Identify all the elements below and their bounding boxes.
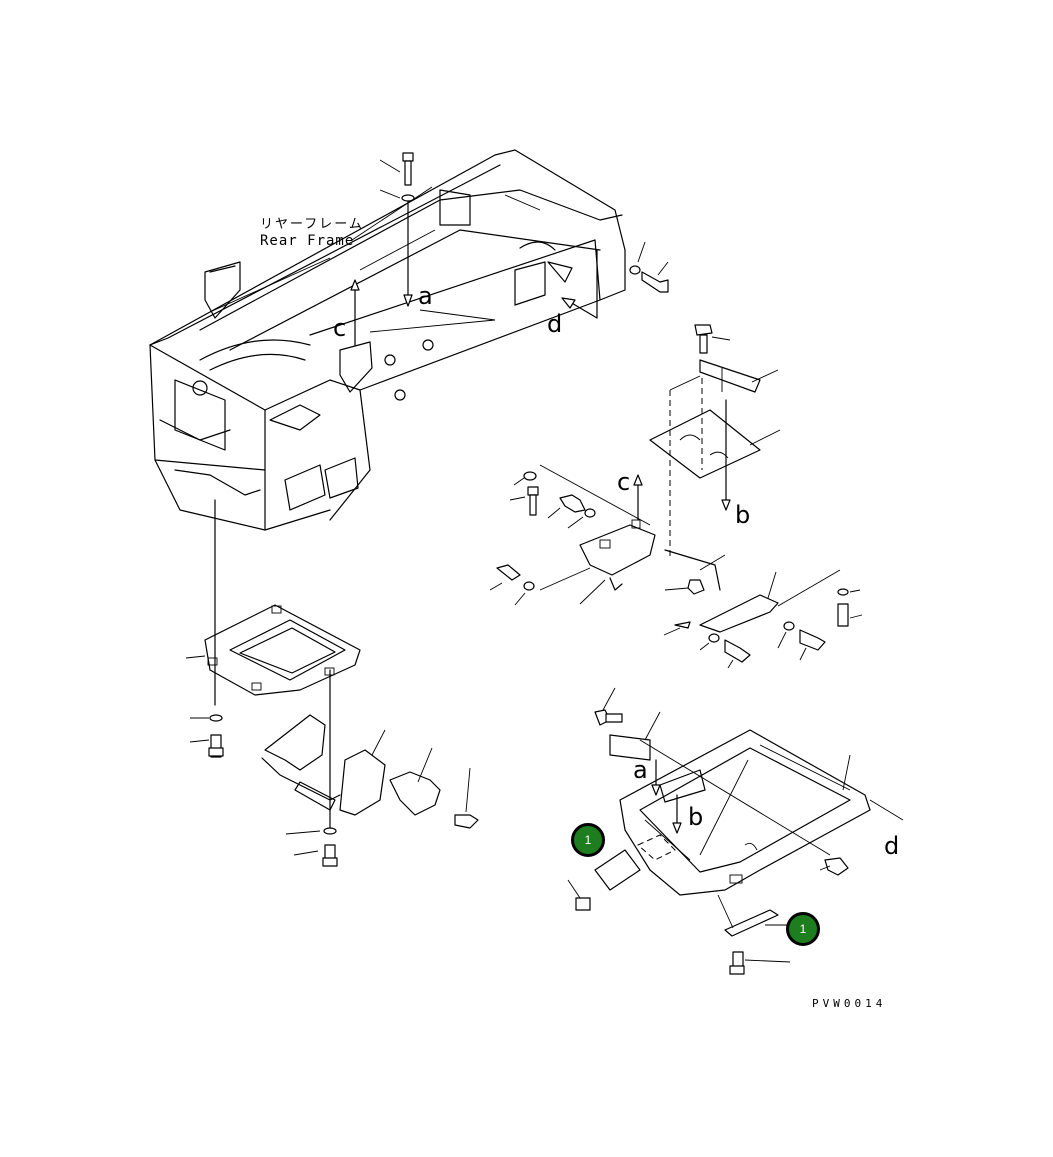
rear-frame-assembly [149,149,626,531]
drawing-code: PVW0014 [812,997,887,1010]
bracket-assembly [261,669,479,867]
left-undercover-assembly [185,499,361,758]
bottom-cover-assembly [567,687,904,975]
rear-frame-leader [351,186,433,241]
view-letter-c-top: c [333,314,347,342]
view-letter-b-mid: b [735,501,751,529]
view-letter-d-bottom: d [884,832,900,860]
frame-top-bolt [379,152,415,202]
middle-plate-assembly [489,324,863,669]
rear-frame-label-en: Rear Frame [260,233,355,249]
frame-side-bolt [629,241,669,293]
callout-1-left[interactable]: 1 [571,823,605,857]
view-letter-c-mid: c [617,468,631,496]
callout-1-right[interactable]: 1 [786,912,820,946]
view-letter-d-top: d [547,310,563,338]
rear-frame-label-ja: リヤーフレーム [260,217,364,232]
view-letter-a-top: a [418,282,433,310]
view-letter-b-bottom: b [688,803,704,831]
view-letter-a-bottom: a [633,756,648,784]
